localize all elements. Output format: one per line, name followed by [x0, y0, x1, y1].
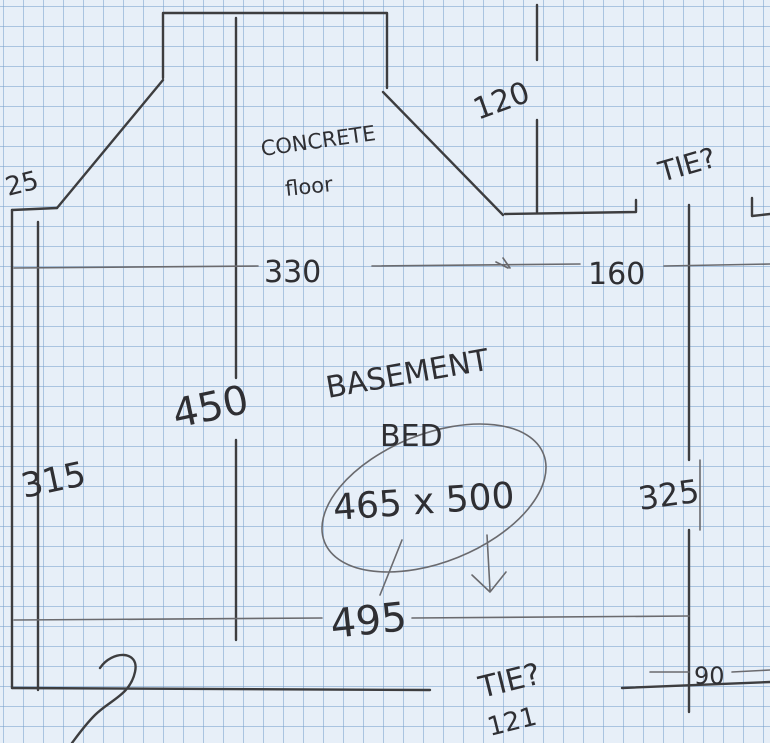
right-wall-stub — [750, 196, 770, 218]
squiggle-mark — [70, 653, 137, 743]
floor-label: floor — [284, 172, 334, 201]
concrete-label: CONCRETE — [259, 121, 377, 161]
dim-line-495-left — [13, 617, 323, 621]
dim-160-label: 160 — [588, 257, 645, 292]
dim-line-330-left — [13, 265, 259, 269]
bed-arrow-to-495 — [379, 539, 403, 596]
dim-tick-arrow — [495, 257, 511, 269]
dim-90-label: 90 — [694, 662, 725, 690]
top-box-outline — [161, 11, 389, 90]
dim-line-90 — [649, 669, 770, 673]
basement-label: BASEMENT — [323, 343, 492, 406]
dim-121-label: 121 — [484, 702, 539, 743]
dim-line-160-right — [663, 263, 770, 267]
dim-25-label: 25 — [2, 166, 41, 203]
bed-ellipse — [321, 423, 547, 573]
dim-450-label: 450 — [169, 377, 253, 438]
alcove-bottom — [503, 198, 638, 216]
top-left-step — [10, 206, 59, 212]
dim-315-label: 315 — [18, 454, 90, 507]
right-diagonal-wall — [381, 90, 505, 217]
dim-495-label: 495 — [328, 594, 409, 648]
tie-top-label: TIE? — [654, 141, 720, 189]
dim-325-label: 325 — [636, 472, 702, 518]
bed-label: BED — [380, 419, 443, 454]
dim-330-label: 330 — [264, 255, 321, 290]
dim-120-label: 120 — [469, 75, 535, 127]
left-diagonal-wall — [55, 78, 165, 210]
tie-bottom-label: TIE? — [474, 657, 544, 706]
bed-arrow-down — [471, 534, 507, 593]
dim-line-495-right — [411, 615, 690, 619]
bed-size-label: 465 x 500 — [332, 475, 516, 529]
bottom-wall-right — [620, 680, 770, 690]
dim-line-330-right — [371, 263, 581, 267]
bottom-wall — [10, 686, 432, 692]
